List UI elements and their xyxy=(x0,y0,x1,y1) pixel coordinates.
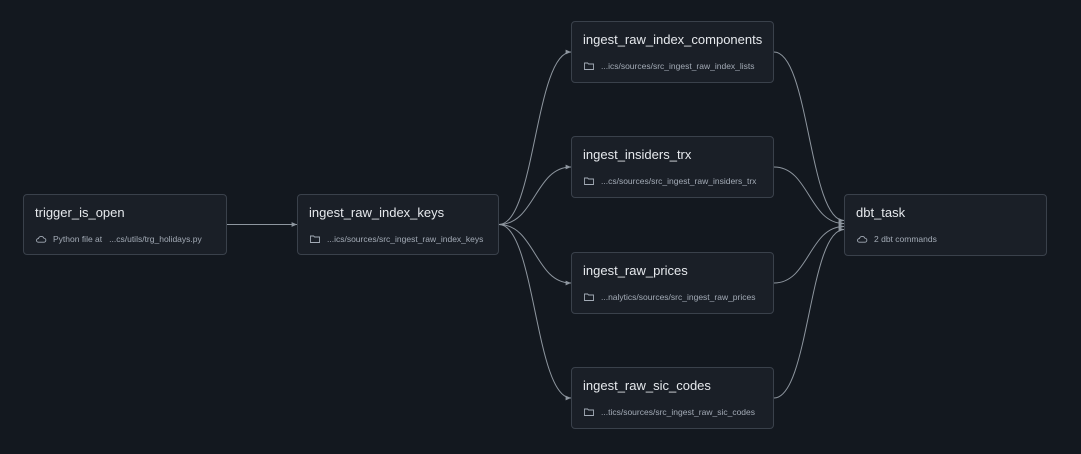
edge-ingest_insiders_trx-to-dbt_task xyxy=(773,166,845,226)
task-source-path: ...cs/sources/src_ingest_raw_insiders_tr… xyxy=(601,176,757,186)
edge-ingest_raw_prices-to-dbt_task xyxy=(773,224,845,284)
task-subtitle: ...cs/sources/src_ingest_raw_insiders_tr… xyxy=(583,174,756,188)
edge-ingest_raw_index_keys-to-ingest_insiders_trx xyxy=(498,164,572,225)
task-subtitle: ...nalytics/sources/src_ingest_raw_price… xyxy=(583,290,755,304)
task-title: ingest_raw_index_keys xyxy=(309,205,445,220)
task-node-ingest-raw-index-keys[interactable]: ingest_raw_index_keys ...ics/sources/src… xyxy=(297,194,499,255)
edge-ingest_raw_index_keys-to-ingest_raw_index_components xyxy=(498,49,572,225)
folder-icon xyxy=(583,60,595,72)
task-node-trigger-is-open[interactable]: trigger_is_open Python file at ...cs/uti… xyxy=(23,194,227,255)
edge-ingest_raw_index_keys-to-ingest_raw_sic_codes xyxy=(498,224,572,401)
folder-icon xyxy=(583,406,595,418)
folder-icon xyxy=(309,233,321,245)
task-node-ingest-raw-prices[interactable]: ingest_raw_prices ...nalytics/sources/sr… xyxy=(571,252,774,314)
task-subtitle: ...ics/sources/src_ingest_raw_index_list… xyxy=(583,59,755,73)
task-subtitle: Python file at ...cs/utils/trg_holidays.… xyxy=(35,232,202,246)
task-source-kind: Python file at xyxy=(53,234,103,244)
task-subtitle: ...tics/sources/src_ingest_raw_sic_codes xyxy=(583,405,755,419)
task-source-path: ...ics/sources/src_ingest_raw_index_list… xyxy=(601,61,755,71)
cloud-icon xyxy=(35,233,47,245)
task-node-ingest-insiders-trx[interactable]: ingest_insiders_trx ...cs/sources/src_in… xyxy=(571,136,774,198)
edge-ingest_raw_index_components-to-dbt_task xyxy=(773,51,845,223)
task-title: ingest_raw_sic_codes xyxy=(583,378,711,393)
task-source-path: ...ics/sources/src_ingest_raw_index_keys xyxy=(327,234,484,244)
task-source-path: ...cs/utils/trg_holidays.py xyxy=(109,234,202,244)
edge-ingest_raw_index_keys-to-ingest_raw_prices xyxy=(498,224,572,286)
task-source-path: ...tics/sources/src_ingest_raw_sic_codes xyxy=(601,407,756,417)
cloud-icon xyxy=(856,233,868,245)
task-title: dbt_task xyxy=(856,205,906,220)
task-subtitle: 2 dbt commands xyxy=(856,232,937,246)
task-source-path: ...nalytics/sources/src_ingest_raw_price… xyxy=(601,292,756,302)
task-source-path: 2 dbt commands xyxy=(874,234,937,244)
folder-icon xyxy=(583,175,595,187)
folder-icon xyxy=(583,291,595,303)
task-title: ingest_raw_index_components xyxy=(583,32,763,47)
task-node-ingest-raw-sic-codes[interactable]: ingest_raw_sic_codes ...tics/sources/src… xyxy=(571,367,774,429)
task-node-ingest-raw-index-components[interactable]: ingest_raw_index_components ...ics/sourc… xyxy=(571,21,774,83)
task-node-dbt-task[interactable]: dbt_task 2 dbt commands xyxy=(844,194,1047,256)
task-title: trigger_is_open xyxy=(35,205,125,220)
task-title: ingest_raw_prices xyxy=(583,263,688,278)
edge-ingest_raw_sic_codes-to-dbt_task xyxy=(773,227,845,399)
task-subtitle: ...ics/sources/src_ingest_raw_index_keys xyxy=(309,232,483,246)
task-title: ingest_insiders_trx xyxy=(583,147,692,162)
